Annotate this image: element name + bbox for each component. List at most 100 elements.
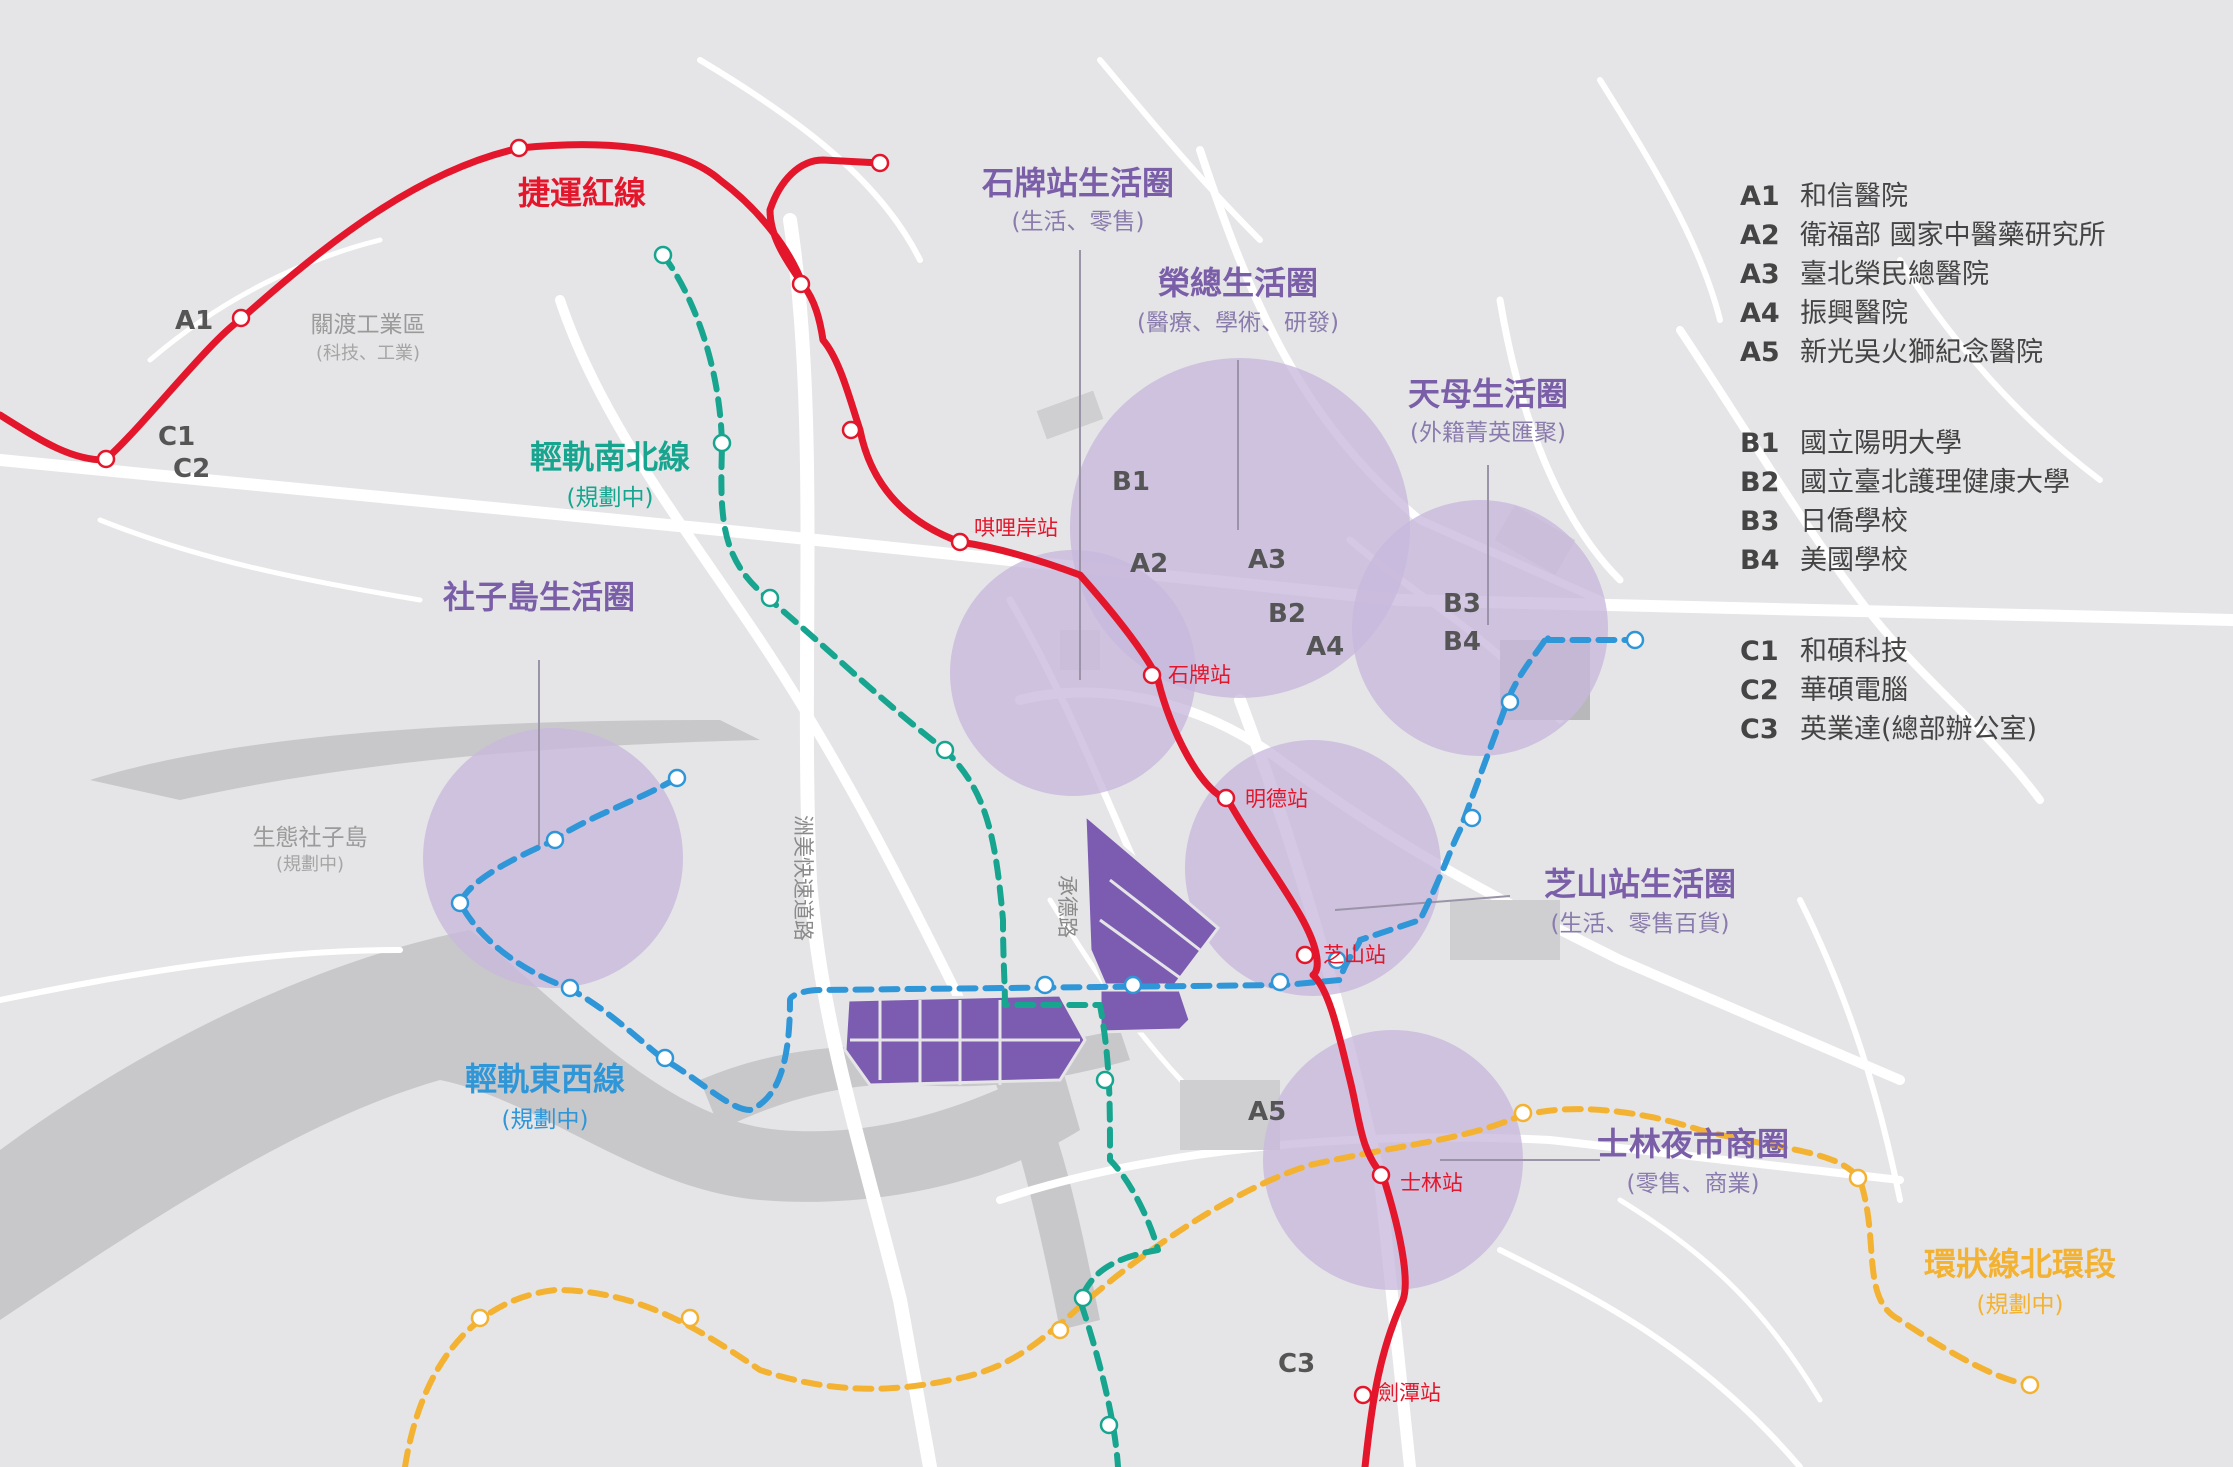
map-code-labels: A1 C1 C2 B1 A2 A3 B2 A4 B3 B4 A5 C3 [158,306,1481,1379]
metro-station-dot [870,153,890,173]
legend-item-name: 和碩科技 [1800,636,1908,667]
lrt-ns-station-dot [712,433,732,453]
lrt-ew-station-dot [1035,975,1055,995]
area-title-guandu: 關渡工業區 [311,312,426,338]
legend-item-name: 臺北榮民總醫院 [1800,259,1989,290]
legend-item-code: C2 [1740,675,1779,706]
road [1097,57,1263,243]
circular-station-dot [1513,1103,1533,1123]
lrt-ns-station-dot [1073,1288,1093,1308]
legend-item: C3 英業達(總部辦公室) [1740,714,2037,745]
zone-desc-tianmu: (外籍菁英匯聚) [1410,420,1566,446]
code-label-b3: B3 [1443,589,1481,619]
code-label-b4: B4 [1443,627,1481,657]
lrt-ew-station-dot [545,830,565,850]
lrt-ew-station-dot [1327,950,1347,970]
lrt-ew-station-dot [667,768,687,788]
road [555,295,965,1005]
zone-title-shezi: 社子島生活圈 [443,578,635,616]
legend-item-code: A1 [1740,181,1780,212]
legend-item: B3 日僑學校 [1740,506,1908,537]
zone-desc-zhishan: (生活、零售百貨) [1551,911,1730,937]
legend-item: B2 國立臺北護理健康大學 [1740,467,2070,498]
lrt-ew-line-label: 輕軌東西線 [465,1060,625,1098]
legend-item-code: B3 [1740,506,1779,537]
code-label-a1: A1 [175,306,213,336]
lrt-ns-station-dot [1095,1070,1115,1090]
road [1497,1247,1803,1467]
legend-item-name: 華碩電腦 [1800,675,1908,706]
code-label-c1: C1 [158,422,195,452]
zone-title-zhishan: 芝山站生活圈 [1544,865,1736,903]
zone-title-shipai: 石牌站生活圈 [981,164,1174,202]
zone-circle-shezi [423,728,683,988]
road [1797,897,1903,1203]
road [1617,1197,1823,1403]
building-block [1036,390,1104,440]
legend-item-name: 日僑學校 [1800,506,1908,537]
legend-item-code: B2 [1740,467,1779,498]
code-label-c3: C3 [1278,1349,1315,1379]
legend-item-name: 美國學校 [1800,545,1908,576]
lrt-ew-station-dot [1123,975,1143,995]
legend-item-name: 英業達(總部辦公室) [1800,714,2037,745]
circular-station-dot [1050,1320,1070,1340]
circular-line-label: 環狀線北環段 [1924,1245,2116,1283]
legend-item-code: C3 [1740,714,1779,745]
station-dots [96,138,2040,1435]
road [0,947,403,1003]
code-label-a2: A2 [1130,549,1168,579]
legend-item-code: A5 [1740,337,1780,368]
line-titles: 捷運紅線 輕軌南北線 (規劃中) 輕軌東西線 (規劃中) 環狀線北環段 (規劃中… [465,174,2116,1318]
road [0,454,2233,626]
station-label-jiantan: 劍潭站 [1378,1381,1441,1405]
lrt-ns-station-dot [653,245,673,265]
road [1496,296,1624,584]
zone-circle-shilin [1263,1030,1523,1290]
lrt-ns-status: (規劃中) [567,485,654,511]
metro-station-dot-shipai [1142,665,1162,685]
lrt-ew-station-dot [450,893,470,913]
metro-station-dot [791,274,811,294]
station-label-qilian: 唭哩岸站 [974,516,1058,540]
lrt-ew-station-dot [1500,692,1520,712]
zone-circle-shipai [950,550,1196,796]
area-title-eco-shezi: 生態社子島 [253,825,368,851]
lrt-ew-station-dot [1625,630,1645,650]
metro-station-dot [96,449,116,469]
area-desc-eco-shezi: (規劃中) [276,854,344,875]
legend-item-code: B1 [1740,428,1779,459]
code-label-c2: C2 [173,454,210,484]
lrt-ns-station-dot [760,588,780,608]
lrt-ew-line [457,632,1638,1113]
zone-desc-rongzong: (醫療、學術、研發) [1137,310,1339,336]
road-label-zhoumei: 洲美快速道路 [791,815,815,941]
zone-desc-shilin-market: (零售、商業) [1627,1171,1760,1197]
development-blocks [843,811,1221,1087]
road [783,213,937,1467]
metro-station-dot-qilian [950,532,970,552]
circular-station-dot [1848,1168,1868,1188]
road [147,237,383,363]
area-labels: 關渡工業區 (科技、工業) 生態社子島 (規劃中) [253,312,426,875]
legend-item-name: 衛福部 國家中醫藥研究所 [1800,220,2106,251]
callout-leaders [538,250,1600,1161]
legend-item-code: A4 [1740,298,1780,329]
code-label-a4: A4 [1306,632,1344,662]
metro-red-line [0,141,1409,1467]
metro-station-dot-mingde [1216,788,1236,808]
lrt-ns-station-dot [935,740,955,760]
lrt-ew-station-dot [1462,808,1482,828]
area-desc-guandu: (科技、工業) [316,343,420,364]
circular-station-dot [2020,1375,2040,1395]
legend-item-name: 國立臺北護理健康大學 [1800,467,2070,498]
legend-item-code: A2 [1740,220,1780,251]
